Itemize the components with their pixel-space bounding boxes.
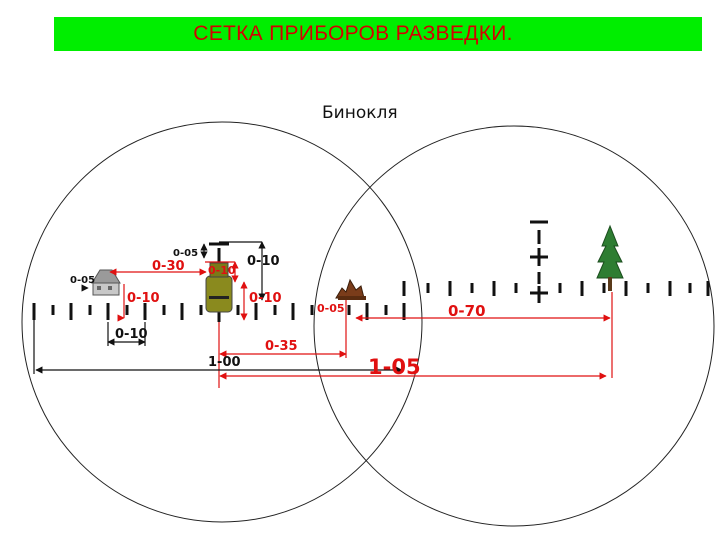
right-eyepiece-circle (313, 125, 715, 527)
label-tank-top-small: 0-05 (173, 248, 198, 259)
label-house-tank: 0-30 (152, 259, 185, 274)
label-below-house: 0-10 (115, 327, 148, 342)
label-long-red: 1-05 (368, 355, 421, 379)
label-bush-small: 0-05 (317, 302, 345, 315)
label-tank-height: 0-10 (208, 264, 236, 277)
label-tank-right: 0-10 (249, 291, 282, 306)
label-tank-width: 0-10 (247, 254, 280, 269)
label-tank-bush: 0-35 (265, 339, 298, 354)
label-bush-tree: 0-70 (448, 302, 486, 320)
vertical-scale (530, 220, 548, 303)
page-title: СЕТКА ПРИБОРОВ РАЗВЕДКИ. (193, 22, 513, 45)
label-long-black: 1-00 (208, 355, 241, 370)
page-subtitle: Бинокля (322, 103, 398, 123)
title-banner: СЕТКА ПРИБОРОВ РАЗВЕДКИ. (54, 17, 702, 51)
horizontal-scale (32, 281, 710, 320)
bush-icon (335, 278, 366, 300)
left-eyepiece-circle (21, 121, 423, 523)
tank-icon (205, 262, 233, 313)
label-house-tag: 0-10 (127, 291, 160, 306)
house-icon (91, 269, 121, 296)
label-house-small: 0-05 (70, 275, 95, 286)
tree-icon (596, 224, 624, 291)
